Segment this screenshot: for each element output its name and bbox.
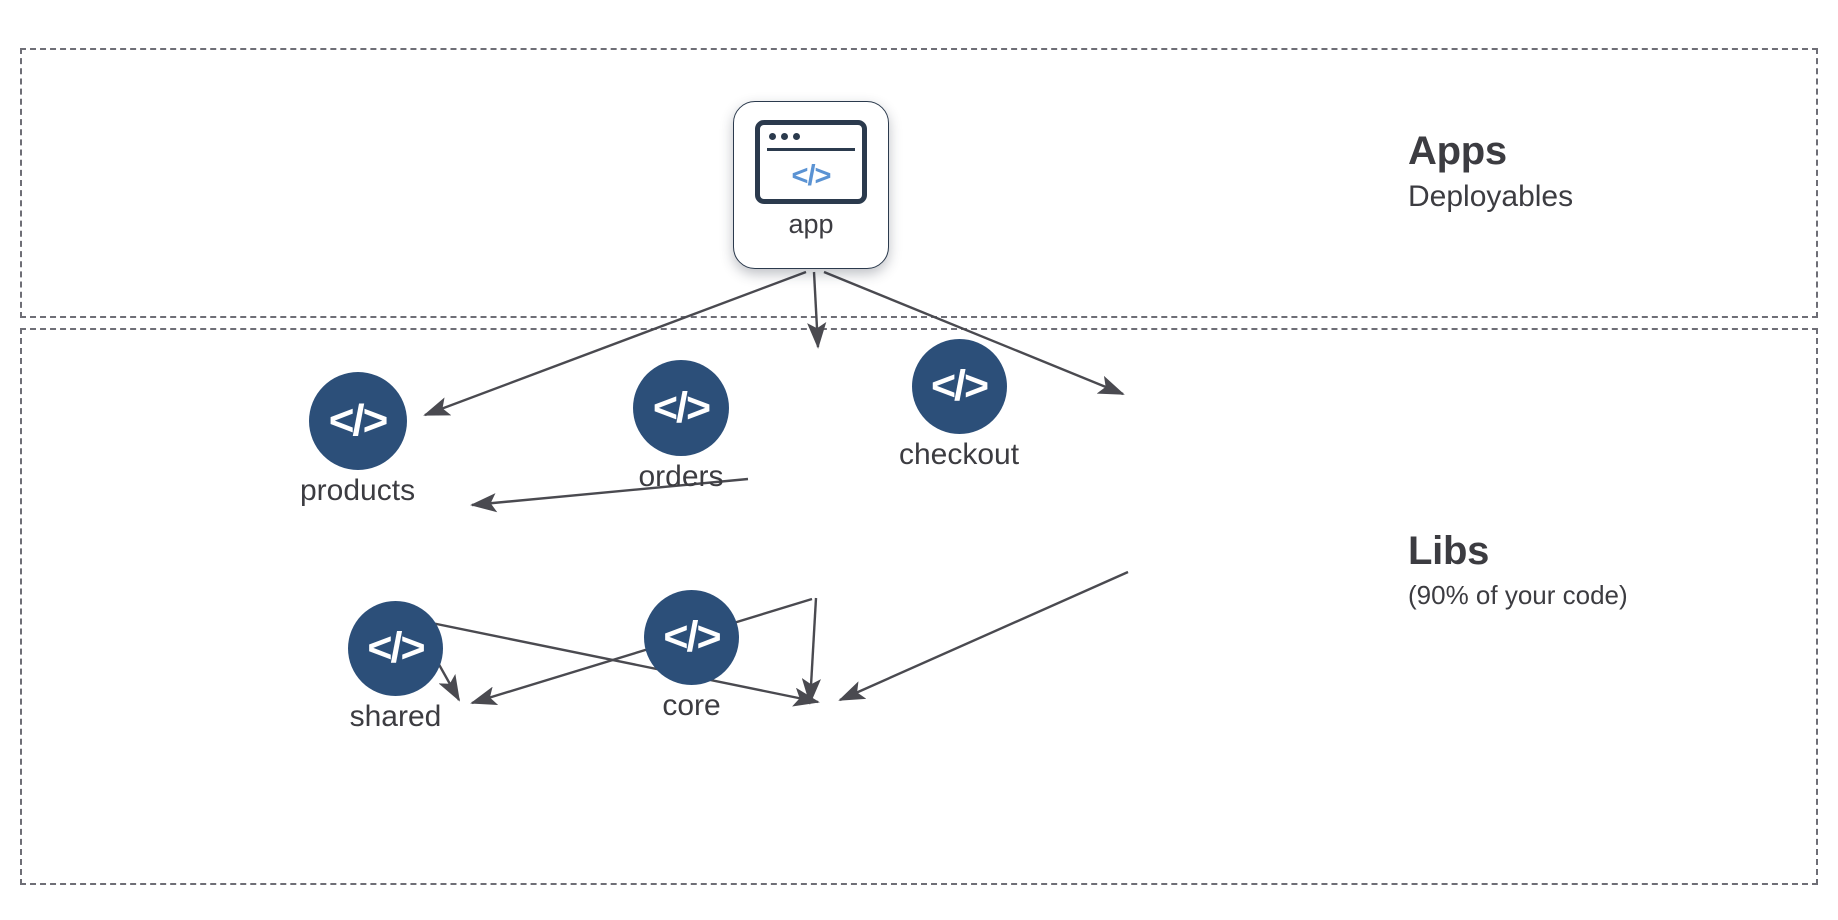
code-icon: </> <box>348 601 443 696</box>
node-core-label: core <box>662 689 721 722</box>
node-checkout[interactable]: </> checkout <box>899 339 1019 470</box>
region-libs-title: Libs <box>1408 529 1490 573</box>
region-libs-subtitle: (90% of your code) <box>1408 580 1628 611</box>
browser-dots-icon <box>769 133 800 140</box>
region-apps-subtitle: Deployables <box>1408 180 1574 214</box>
region-apps-caption: Apps Deployables <box>1408 128 1573 215</box>
code-icon: </> <box>911 339 1007 434</box>
node-products-label: products <box>300 474 416 507</box>
browser-titlebar-divider <box>767 148 855 151</box>
region-libs-caption: Libs (90% of your code) <box>1408 528 1628 611</box>
code-icon: </> <box>308 372 407 470</box>
node-orders[interactable]: </> orders <box>633 360 729 492</box>
browser-window-code-icon: </> <box>755 120 867 204</box>
code-icon: </> <box>633 360 729 456</box>
node-shared[interactable]: </> shared <box>348 601 443 732</box>
node-orders-label: orders <box>638 460 724 493</box>
node-core[interactable]: </> core <box>644 590 739 721</box>
region-apps-title: Apps <box>1408 129 1507 173</box>
code-icon: </> <box>644 590 739 685</box>
node-shared-label: shared <box>349 700 442 733</box>
node-app-label: app <box>788 209 834 239</box>
node-products[interactable]: </> products <box>300 372 415 506</box>
node-checkout-label: checkout <box>899 438 1020 471</box>
node-app[interactable]: </> app <box>733 101 889 269</box>
code-glyph: </> <box>791 159 832 192</box>
